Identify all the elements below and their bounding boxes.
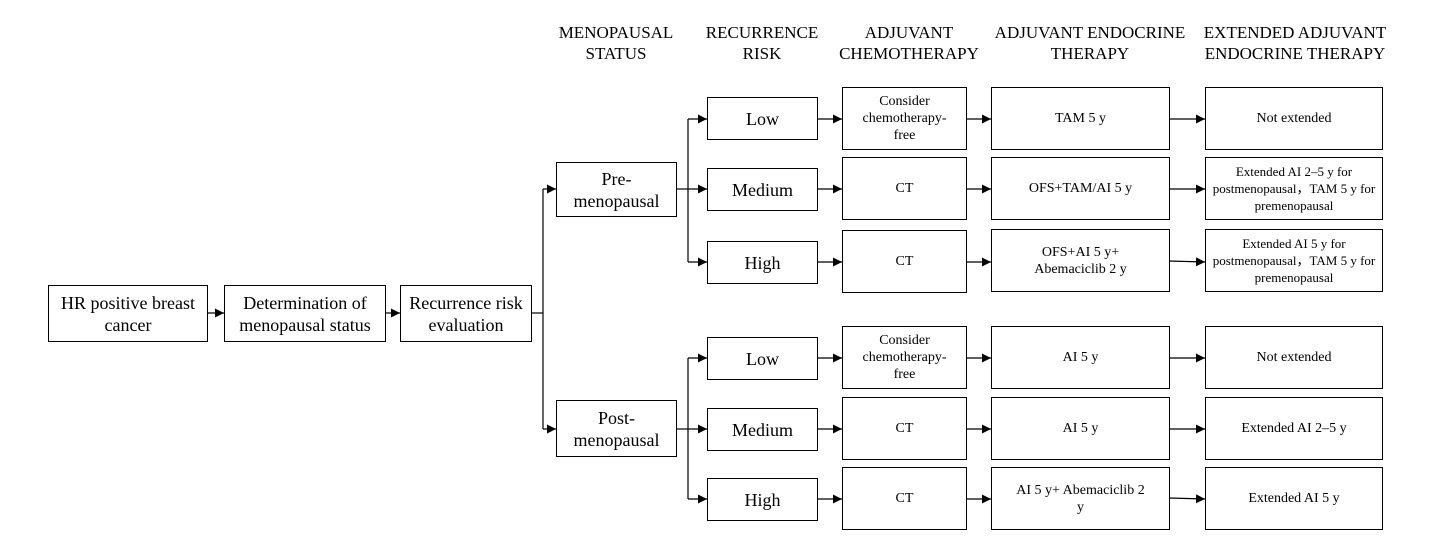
post-high-chemo-box: CT — [842, 467, 967, 530]
pre-low-chemo-label: Consider chemotherapy-free — [862, 94, 947, 143]
premenopausal-label: Pre-menopausal — [573, 168, 660, 211]
pre-high-endocrine-label: OFS+AI 5 y+ Abemaciclib 2 y — [1034, 244, 1127, 277]
pre-medium-endocrine-box: OFS+TAM/AI 5 y — [991, 157, 1170, 220]
post-low-chemo-label: Consider chemotherapy-free — [862, 333, 947, 382]
pre-high-extended-label: Extended AI 5 y for postmenopausal，TAM 5… — [1212, 236, 1376, 285]
post-medium-risk-box: Medium — [707, 408, 818, 451]
pre-low-endocrine-box: TAM 5 y — [991, 87, 1170, 150]
risk-evaluation-label: Recurrence risk evaluation — [409, 292, 523, 335]
post-medium-chemo-label: CT — [895, 421, 914, 436]
header-recurrence-risk: RECURRENCE RISK — [705, 23, 819, 63]
post-high-extended-box: Extended AI 5 y — [1205, 467, 1383, 530]
premenopausal-box: Pre-menopausal — [556, 162, 677, 217]
pre-high-chemo-label: CT — [895, 254, 914, 269]
header-adjuvant-endocrine-therapy: ADJUVANT ENDOCRINE THERAPY — [994, 23, 1186, 63]
pre-medium-chemo-box: CT — [842, 157, 967, 220]
start-box: HR positive breast cancer — [48, 285, 208, 342]
post-high-chemo-label: CT — [895, 491, 914, 506]
post-medium-endocrine-label: AI 5 y — [1062, 421, 1099, 436]
pre-medium-risk-box: Medium — [707, 168, 818, 211]
post-medium-extended-box: Extended AI 2–5 y — [1205, 397, 1383, 460]
post-high-risk-label: High — [744, 489, 781, 510]
pre-low-extended-box: Not extended — [1205, 87, 1383, 150]
postmenopausal-label: Post-menopausal — [573, 407, 660, 450]
menopausal-determination-label: Determination of menopausal status — [239, 292, 371, 335]
header-menopausal-status: MENOPAUSAL STATUS — [558, 23, 674, 63]
post-high-endocrine-label: AI 5 y+ Abemaciclib 2 y — [1016, 482, 1145, 515]
post-low-chemo-box: Consider chemotherapy-free — [842, 326, 967, 389]
start-label: HR positive breast cancer — [61, 292, 195, 335]
menopausal-determination-box: Determination of menopausal status — [224, 285, 386, 342]
pre-medium-risk-label: Medium — [732, 179, 793, 200]
header-extended-adjuvant-endocrine-therapy: EXTENDED ADJUVANT ENDOCRINE THERAPY — [1203, 23, 1387, 63]
post-high-risk-box: High — [707, 478, 818, 521]
pre-low-extended-label: Not extended — [1256, 111, 1332, 126]
postmenopausal-box: Post-menopausal — [556, 400, 677, 457]
post-low-risk-box: Low — [707, 337, 818, 380]
pre-low-chemo-box: Consider chemotherapy-free — [842, 87, 967, 150]
pre-medium-extended-box: Extended AI 2–5 y for postmenopausal，TAM… — [1205, 157, 1383, 220]
pre-high-risk-box: High — [707, 241, 818, 284]
post-high-extended-label: Extended AI 5 y — [1248, 491, 1340, 506]
pre-low-endocrine-label: TAM 5 y — [1055, 111, 1106, 126]
pre-high-chemo-box: CT — [842, 230, 967, 293]
pre-low-risk-box: Low — [707, 97, 818, 140]
post-medium-chemo-box: CT — [842, 397, 967, 460]
pre-medium-chemo-label: CT — [895, 181, 914, 196]
pre-high-endocrine-box: OFS+AI 5 y+ Abemaciclib 2 y — [991, 229, 1170, 292]
pre-medium-extended-label: Extended AI 2–5 y for postmenopausal，TAM… — [1212, 164, 1376, 213]
post-medium-endocrine-box: AI 5 y — [991, 397, 1170, 460]
pre-low-risk-label: Low — [746, 108, 779, 129]
post-low-endocrine-label: AI 5 y — [1062, 350, 1099, 365]
post-high-endocrine-box: AI 5 y+ Abemaciclib 2 y — [991, 467, 1170, 530]
post-low-extended-label: Not extended — [1256, 350, 1332, 365]
pre-high-extended-box: Extended AI 5 y for postmenopausal，TAM 5… — [1205, 229, 1383, 292]
risk-evaluation-box: Recurrence risk evaluation — [400, 285, 532, 342]
post-low-extended-box: Not extended — [1205, 326, 1383, 389]
post-low-endocrine-box: AI 5 y — [991, 326, 1170, 389]
post-medium-extended-label: Extended AI 2–5 y — [1241, 421, 1347, 436]
pre-medium-endocrine-label: OFS+TAM/AI 5 y — [1028, 181, 1133, 196]
header-adjuvant-chemotherapy: ADJUVANT CHEMOTHERAPY — [839, 23, 979, 63]
post-medium-risk-label: Medium — [732, 419, 793, 440]
post-low-risk-label: Low — [746, 348, 779, 369]
pre-high-risk-label: High — [744, 252, 781, 273]
